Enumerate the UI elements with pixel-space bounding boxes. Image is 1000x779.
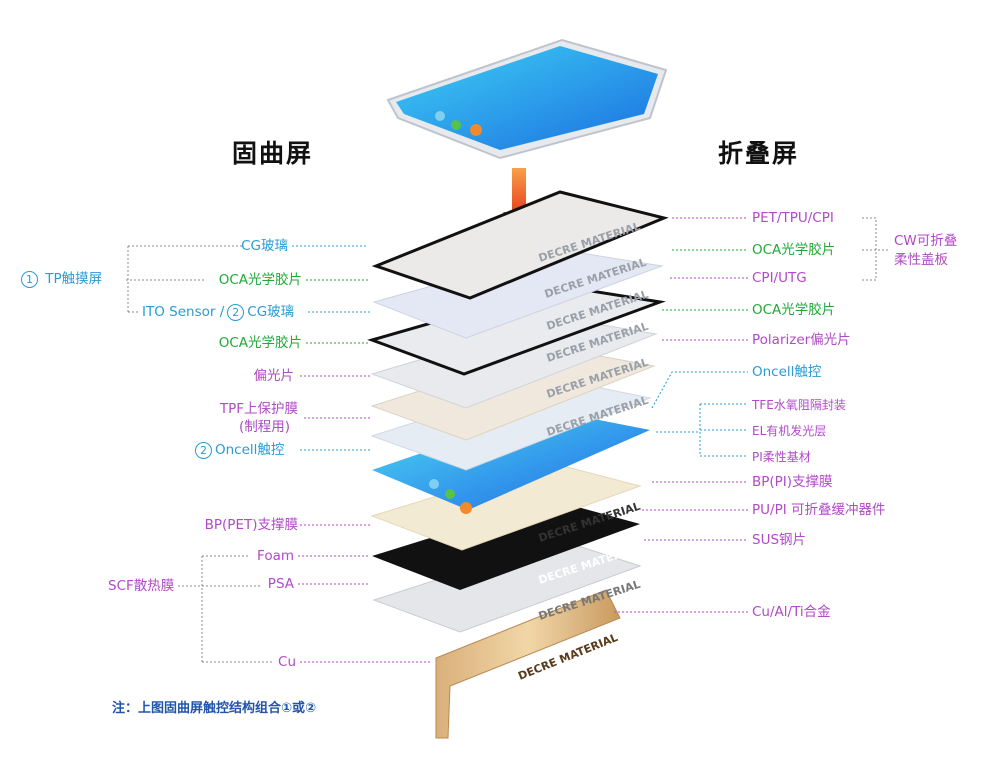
label-oca-2-right: OCA光学胶片 (752, 302, 836, 318)
label-cu: Cu (278, 654, 296, 670)
layer-foam-black (372, 500, 640, 590)
label-cw-group-line2: 柔性盖板 (894, 252, 948, 268)
label-tpf-line2: (制程用) (238, 419, 290, 435)
label-psa: PSA (267, 576, 294, 592)
label-oca-1-right: OCA光学胶片 (752, 242, 836, 258)
label-sus: SUS钢片 (752, 532, 807, 548)
label-cw-group-line1: CW可折叠 (894, 233, 958, 249)
footnote: 注：上图固曲屏触控结构组合①或② (112, 701, 317, 716)
label-cpi-utg: CPI/UTG (752, 270, 807, 286)
scf-bracket (178, 555, 272, 663)
label-polarizer-left: 偏光片 (253, 368, 295, 384)
label-foam: Foam (257, 548, 294, 564)
leader-r-oncell (651, 371, 748, 409)
phone-illustration (386, 38, 668, 160)
tp-bracket (126, 245, 244, 313)
label-polarizer-right: Polarizer偏光片 (752, 332, 851, 348)
circled-number-2a: 2 (227, 304, 245, 321)
ito-sensor-text: ITO Sensor / (142, 304, 225, 320)
cg-glass-2-text: CG玻璃 (247, 304, 295, 320)
leader-r-tfe-group (656, 403, 748, 457)
label-pu-pi: PU/PI 可折叠缓冲器件 (752, 502, 886, 518)
layer-oled (372, 410, 650, 514)
heading-foldable-screen: 折叠屏 (718, 139, 800, 168)
label-bp-pet: BP(PET)支撑膜 (204, 517, 298, 533)
label-oca-2-left: OCA光学胶片 (218, 335, 302, 351)
tp-group-text: TP触摸屏 (45, 271, 103, 287)
label-scf-group: SCF散热膜 (108, 578, 175, 594)
oncell-left-text: Oncell触控 (215, 442, 285, 458)
layer-cg-1 (371, 190, 669, 300)
layer-cu (435, 589, 621, 739)
label-tpf-line1: TPF上保护膜 (219, 401, 298, 417)
label-tfe: TFE水氧阻隔封装 (752, 398, 846, 412)
circled-number-2b: 2 (195, 442, 212, 459)
label-pet-tpu-cpi: PET/TPU/CPI (752, 210, 834, 226)
tp-group-label: 1 TP触摸屏 (18, 270, 102, 288)
cw-bracket (862, 217, 890, 281)
label-cu-al-ti: Cu/Al/Ti合金 (752, 604, 831, 620)
label-oncell-right: Oncell触控 (752, 364, 822, 380)
label-pi: PI柔性基材 (752, 450, 811, 464)
heading-curved-screen: 固曲屏 (232, 139, 314, 168)
circled-number-1: 1 (21, 271, 38, 288)
label-el: EL有机发光层 (752, 424, 827, 438)
label-oca-1-left: OCA光学胶片 (218, 272, 302, 288)
label-bp-pi: BP(PI)支撑膜 (752, 474, 833, 490)
label-cg-glass-1: CG玻璃 (241, 238, 288, 254)
